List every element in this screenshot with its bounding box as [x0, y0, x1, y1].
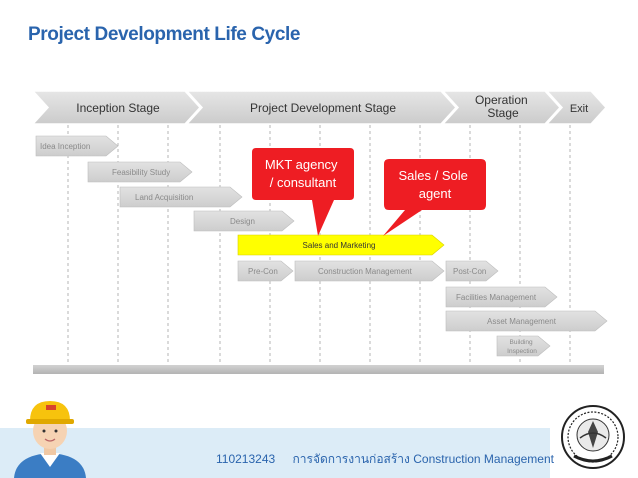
task-construction-management: [294, 260, 445, 282]
callout-sales-line-1: Sales / Sole: [399, 168, 468, 183]
page-title: Project Development Life Cycle: [28, 24, 301, 45]
task-idea-inception: [35, 135, 119, 157]
task-pre-con: [237, 260, 294, 282]
worker-avatar-icon: [14, 401, 86, 478]
stage-inception-label: Inception Stage: [76, 101, 160, 115]
stage-operation-label: Operation Stage: [475, 93, 531, 120]
callout-sales-line-2: agent: [419, 186, 452, 201]
stage-inception: [31, 90, 202, 125]
task-design: [193, 210, 295, 232]
task-land-label: Land Acquisition: [135, 193, 193, 202]
task-facilities-label: Facilities Management: [456, 293, 537, 302]
footer-course-code: 110213243: [216, 452, 276, 466]
task-asset-management: [445, 310, 608, 332]
callout-mkt-text: MKT agency / consultant: [265, 157, 341, 190]
task-feasibility-label: Feasibility Study: [112, 168, 170, 177]
stage-project-development-label: Project Development Stage: [250, 101, 396, 115]
footer-course-name: การจัดการงานก่อสร้าง Construction Manage…: [292, 452, 554, 466]
task-post-con: [445, 260, 499, 282]
callout-sales-text: Sales / Sole agent: [399, 168, 472, 201]
stage-operation-line-2: Stage: [487, 106, 519, 120]
task-sales-marketing: [237, 234, 445, 256]
task-land-acquisition: [119, 186, 243, 208]
task-asset-label: Asset Management: [487, 317, 557, 326]
task-postcon-label: Post-Con: [453, 267, 486, 276]
stage-project-development: [185, 90, 458, 125]
task-facilities-management: [445, 286, 558, 308]
task-feasibility-study: [87, 161, 193, 183]
callout-sales-agent: Sales / Sole agent: [383, 159, 486, 236]
university-seal-icon: [561, 405, 625, 469]
task-building-label: Building Inspection: [507, 339, 537, 355]
timeline-base: [33, 365, 604, 374]
callout-mkt: MKT agency / consultant: [252, 148, 354, 236]
task-building-line-2: Inspection: [507, 348, 537, 355]
stage-row: [31, 90, 608, 125]
stage-operation: [441, 90, 562, 125]
stage-exit-label: Exit: [570, 103, 588, 115]
footer-course-info: 110213243 การจัดการงานก่อสร้าง Construct…: [216, 450, 568, 469]
task-design-label: Design: [230, 217, 255, 226]
task-construction-label: Construction Management: [318, 267, 413, 276]
task-building-line-1: Building: [510, 339, 534, 346]
task-building-inspection: [496, 335, 551, 357]
task-idea-label: Idea Inception: [40, 142, 90, 151]
task-bars: [35, 135, 608, 357]
footer-band: [0, 428, 550, 478]
task-sales-label: Sales and Marketing: [303, 241, 376, 250]
task-precon-label: Pre-Con: [248, 267, 278, 276]
callout-mkt-line-2: / consultant: [270, 175, 337, 190]
callout-mkt-line-1: MKT agency: [265, 157, 338, 172]
stage-exit: [545, 90, 608, 125]
stage-operation-line-1: Operation: [475, 93, 528, 107]
